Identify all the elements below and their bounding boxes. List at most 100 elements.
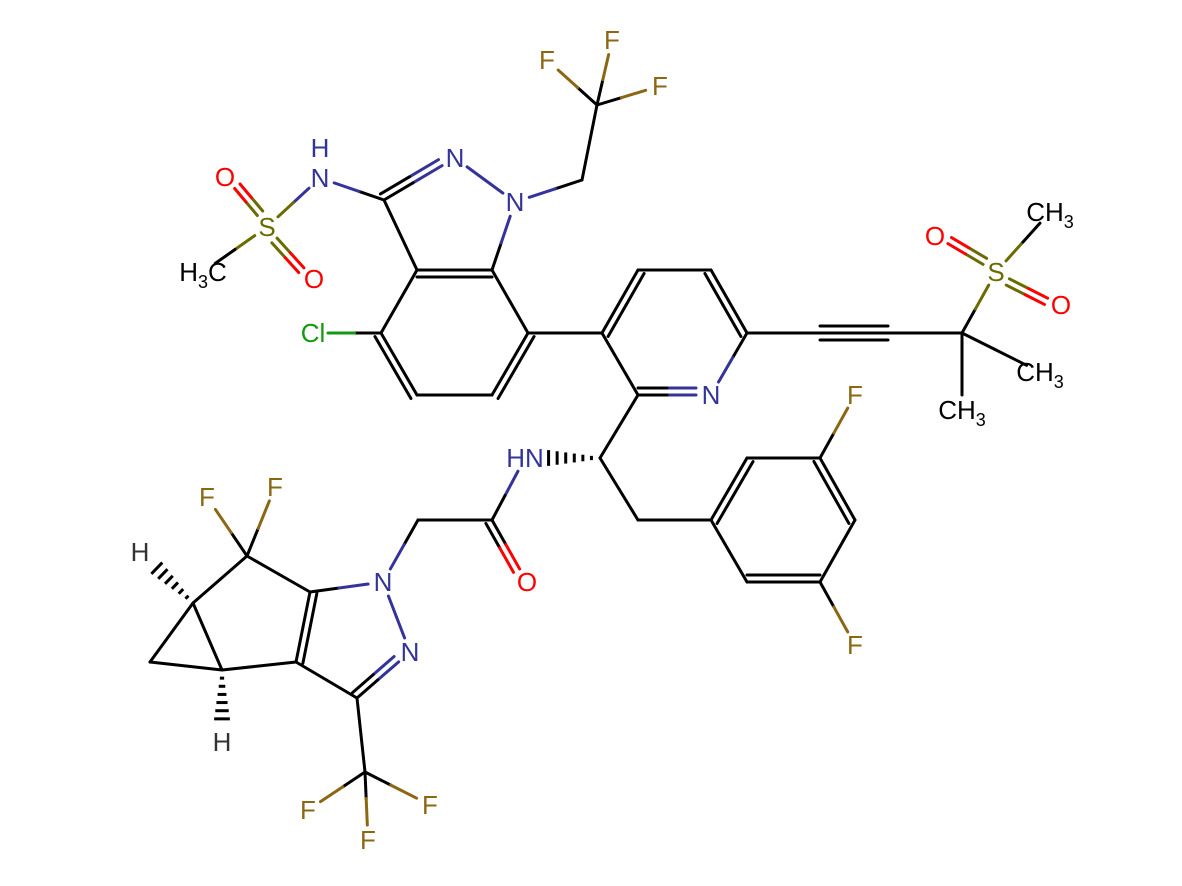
bond [973,283,991,311]
bond [148,631,173,664]
bond [617,487,640,522]
bond [411,164,444,185]
bond [576,86,599,107]
atom-label-n1: N [506,187,525,217]
bond [527,187,558,199]
bond [191,578,222,605]
atom-label-ft2: F [422,790,438,820]
bond [213,507,233,535]
atom-label-o1: O [215,162,235,192]
bond [289,251,306,270]
bond [490,362,512,397]
atom-label-f2: F [539,45,555,75]
bond [391,366,413,401]
bond [206,635,224,672]
bond [490,241,503,272]
atom-label-ft1: F [300,795,316,825]
bond [399,233,419,272]
bond [731,331,749,360]
bond [1004,283,1027,297]
bond [249,195,265,213]
bond [617,393,640,428]
bond [836,518,857,553]
bond [402,518,420,546]
bond [337,582,370,590]
atom-label-h2: H [213,727,232,757]
bond [618,362,640,397]
atom-label-h1: H [131,537,150,567]
bond [308,586,341,594]
bond [818,549,839,584]
bond [499,214,512,245]
bond [220,664,261,672]
bond [379,300,401,335]
bond [818,456,839,491]
atom-label-me3: CH3 [1016,357,1064,392]
bond [318,785,345,804]
bond [275,236,292,255]
bond [960,331,996,351]
bond [967,246,989,260]
bond [325,678,359,700]
bond [580,141,591,182]
bond [257,660,298,668]
bond [233,186,248,204]
bond [832,605,850,634]
bond [598,425,621,460]
bond [709,518,731,553]
bond [294,660,328,682]
bond [514,335,536,370]
bond [213,248,237,265]
bond [964,252,985,266]
atom-label-pn: N [702,380,721,410]
bond [727,456,749,491]
bond [355,678,380,700]
bond [836,487,857,522]
bond [483,178,505,195]
bond [490,494,507,522]
atom-label-o3: O [925,221,945,251]
bond [373,335,395,370]
bond [717,356,735,384]
atom-label-oa: O [517,567,537,597]
bond [595,78,605,107]
bond [218,554,249,581]
atom-label-s2: S [987,257,1004,287]
bond [465,165,487,182]
bond [386,594,398,619]
bond [556,68,580,90]
bond [946,242,967,256]
hash-bond [163,574,174,585]
bond [270,241,287,260]
bond [709,268,731,303]
bond [294,625,305,664]
bond [818,580,836,609]
atom-label-ft3: F [360,825,376,855]
bond [490,268,512,303]
bond [233,234,257,251]
bond [276,201,295,219]
bond [301,590,312,629]
bond [388,542,406,571]
bond [721,303,743,338]
bond [277,572,312,594]
atom-label-n3: N [374,567,393,597]
bond [229,531,249,558]
bond [490,518,508,546]
atom-label-o2: O [304,264,324,294]
bond [715,491,737,526]
atom-label-cl: Cl [301,318,326,348]
bond [960,307,977,335]
bond [357,189,386,202]
bond [407,158,441,179]
bond [364,797,369,827]
atom-label-fr1: F [847,380,863,410]
bond [600,331,622,366]
bond [1023,293,1046,306]
bond [588,103,599,144]
bond [301,626,312,665]
bond [829,490,851,525]
atom-label-fa: F [199,482,215,512]
bond [1007,277,1030,290]
